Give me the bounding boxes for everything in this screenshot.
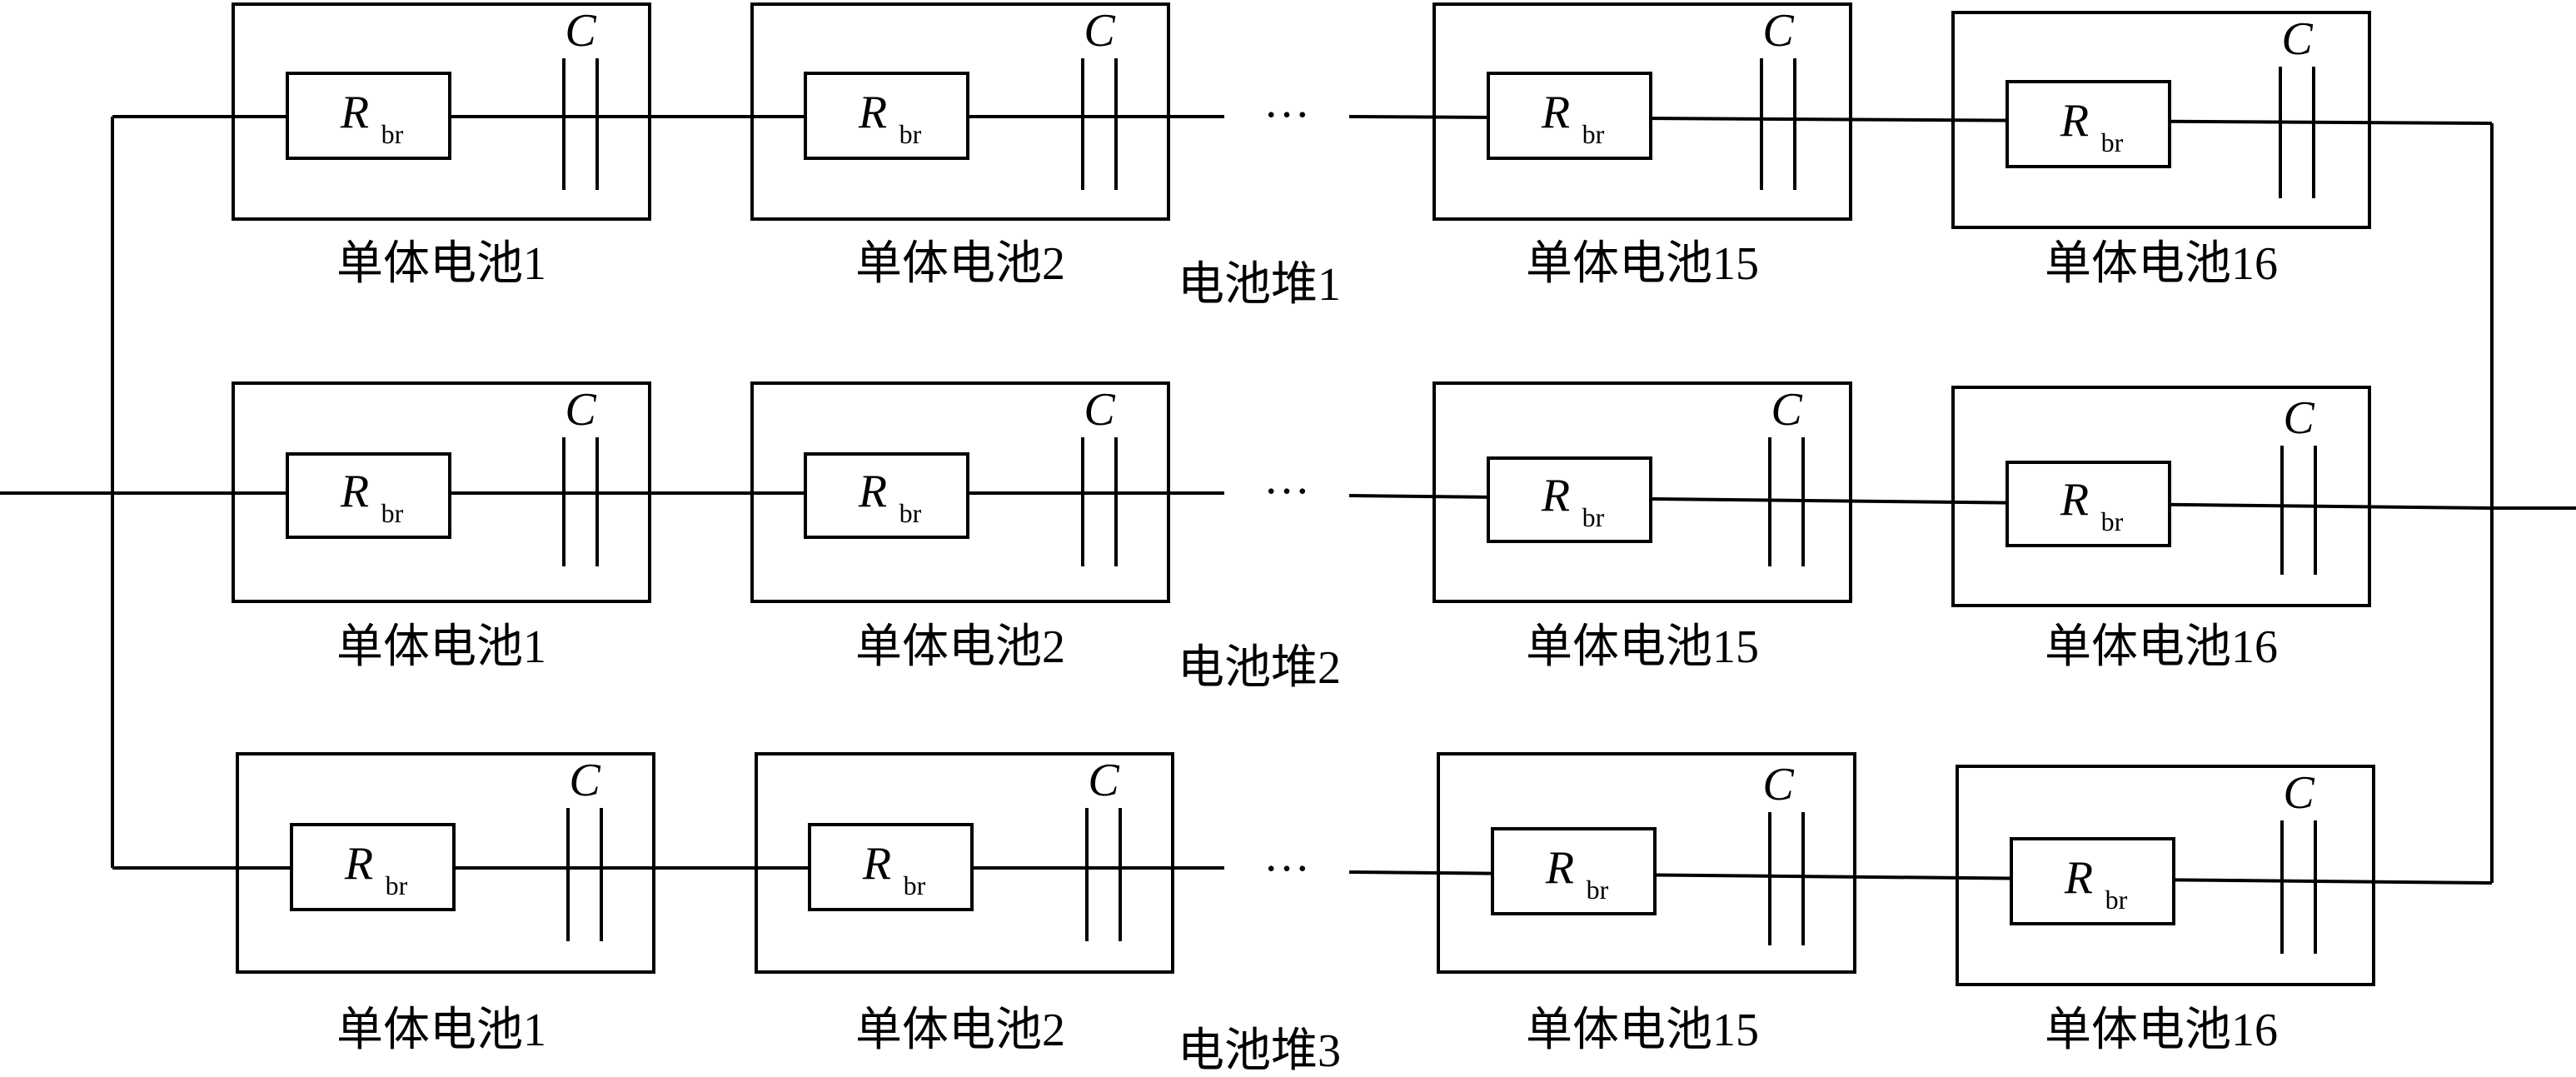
cell-label: 单体电池16: [2045, 621, 2278, 673]
capacitor-symbol: C: [565, 384, 596, 436]
resistor-subscript: br: [2105, 885, 2128, 915]
capacitor-symbol: C: [569, 755, 600, 806]
resistor-symbol: R: [858, 87, 887, 138]
capacitor-symbol: C: [1762, 759, 1794, 810]
resistor-symbol: R: [2060, 95, 2089, 147]
cell-box: [1956, 765, 2375, 986]
cell-label: 单体电池15: [1526, 621, 1759, 673]
cell-label: 单体电池1: [336, 238, 546, 290]
resistor-subscript: br: [1582, 502, 1605, 532]
resistor: [1487, 72, 1652, 160]
resistor-symbol: R: [2064, 852, 2093, 904]
capacitor-symbol: C: [1084, 5, 1115, 57]
resistor: [804, 452, 969, 539]
resistor-symbol: R: [1541, 87, 1570, 138]
resistor-symbol: R: [1545, 842, 1574, 894]
cell-label: 单体电池16: [2045, 1005, 2278, 1056]
resistor-symbol: R: [340, 87, 369, 138]
cell-box: [1432, 381, 1852, 603]
cell-box: [1432, 2, 1852, 221]
capacitor-symbol: C: [1762, 5, 1794, 57]
resistor-subscript: br: [1582, 119, 1605, 149]
capacitor-symbol: C: [1088, 755, 1119, 806]
capacitor-symbol: C: [1084, 384, 1115, 436]
resistor-subscript: br: [2101, 506, 2124, 536]
resistor: [808, 823, 974, 911]
resistor-symbol: R: [344, 838, 373, 890]
cell-label: 单体电池1: [336, 621, 546, 673]
cell-label: 单体电池2: [855, 621, 1065, 673]
resistor-subscript: br: [904, 870, 926, 900]
ellipsis: …: [1263, 76, 1310, 127]
resistor: [286, 72, 451, 160]
resistor-subscript: br: [899, 119, 922, 149]
resistor: [804, 72, 969, 160]
resistor: [1491, 827, 1657, 915]
cell-box: [755, 752, 1174, 974]
cell-label: 单体电池2: [855, 1005, 1065, 1056]
resistor-symbol: R: [858, 466, 887, 517]
capacitor-symbol: C: [2281, 13, 2313, 65]
resistor: [1487, 456, 1652, 543]
capacitor-symbol: C: [2283, 767, 2314, 819]
capacitor-symbol: C: [1771, 384, 1802, 436]
cell-box: [1951, 11, 2371, 229]
resistor-subscript: br: [2101, 127, 2124, 157]
cell-box: [750, 2, 1170, 221]
cell-label: 单体电池2: [855, 238, 1065, 290]
battery-stack-1: … 电池堆1 R br C 单体电池1 R br C 单体电池2 R br C …: [112, 2, 2493, 311]
resistor: [290, 823, 456, 911]
resistor: [2005, 461, 2171, 547]
resistor: [2005, 80, 2171, 168]
resistor-symbol: R: [1541, 470, 1570, 521]
ellipsis: …: [1263, 830, 1310, 881]
cell-box: [236, 752, 655, 974]
resistor-subscript: br: [381, 119, 404, 149]
cell-label: 单体电池15: [1526, 1005, 1759, 1056]
cell-box: [750, 381, 1170, 603]
capacitor-symbol: C: [2283, 392, 2314, 444]
ellipsis: …: [1263, 452, 1310, 504]
cell-label: 单体电池16: [2045, 238, 2278, 290]
cell-box: [1951, 386, 2371, 607]
resistor-symbol: R: [340, 466, 369, 517]
resistor-subscript: br: [381, 498, 404, 528]
battery-stack-2: … 电池堆2 R br C 单体电池1 R br C 单体电池2 R br C …: [0, 381, 2493, 694]
resistor-subscript: br: [386, 870, 408, 900]
cell-label: 单体电池15: [1526, 238, 1759, 290]
battery-stack-3: … 电池堆3 R br C 单体电池1 R br C 单体电池2 R br C …: [112, 752, 2493, 1077]
stack-label: 电池堆1: [1178, 259, 1341, 311]
resistor: [286, 452, 451, 539]
cell-label: 单体电池1: [336, 1005, 546, 1056]
cell-box: [232, 2, 651, 221]
resistor-symbol: R: [2060, 474, 2089, 526]
resistor-subscript: br: [1587, 875, 1609, 905]
cell-box: [232, 381, 651, 603]
stack-label: 电池堆3: [1178, 1025, 1341, 1077]
cell-box: [1437, 752, 1856, 974]
resistor: [2010, 837, 2175, 925]
stack-label: 电池堆2: [1178, 642, 1341, 694]
resistor-symbol: R: [862, 838, 891, 890]
capacitor-symbol: C: [565, 5, 596, 57]
resistor-subscript: br: [899, 498, 922, 528]
